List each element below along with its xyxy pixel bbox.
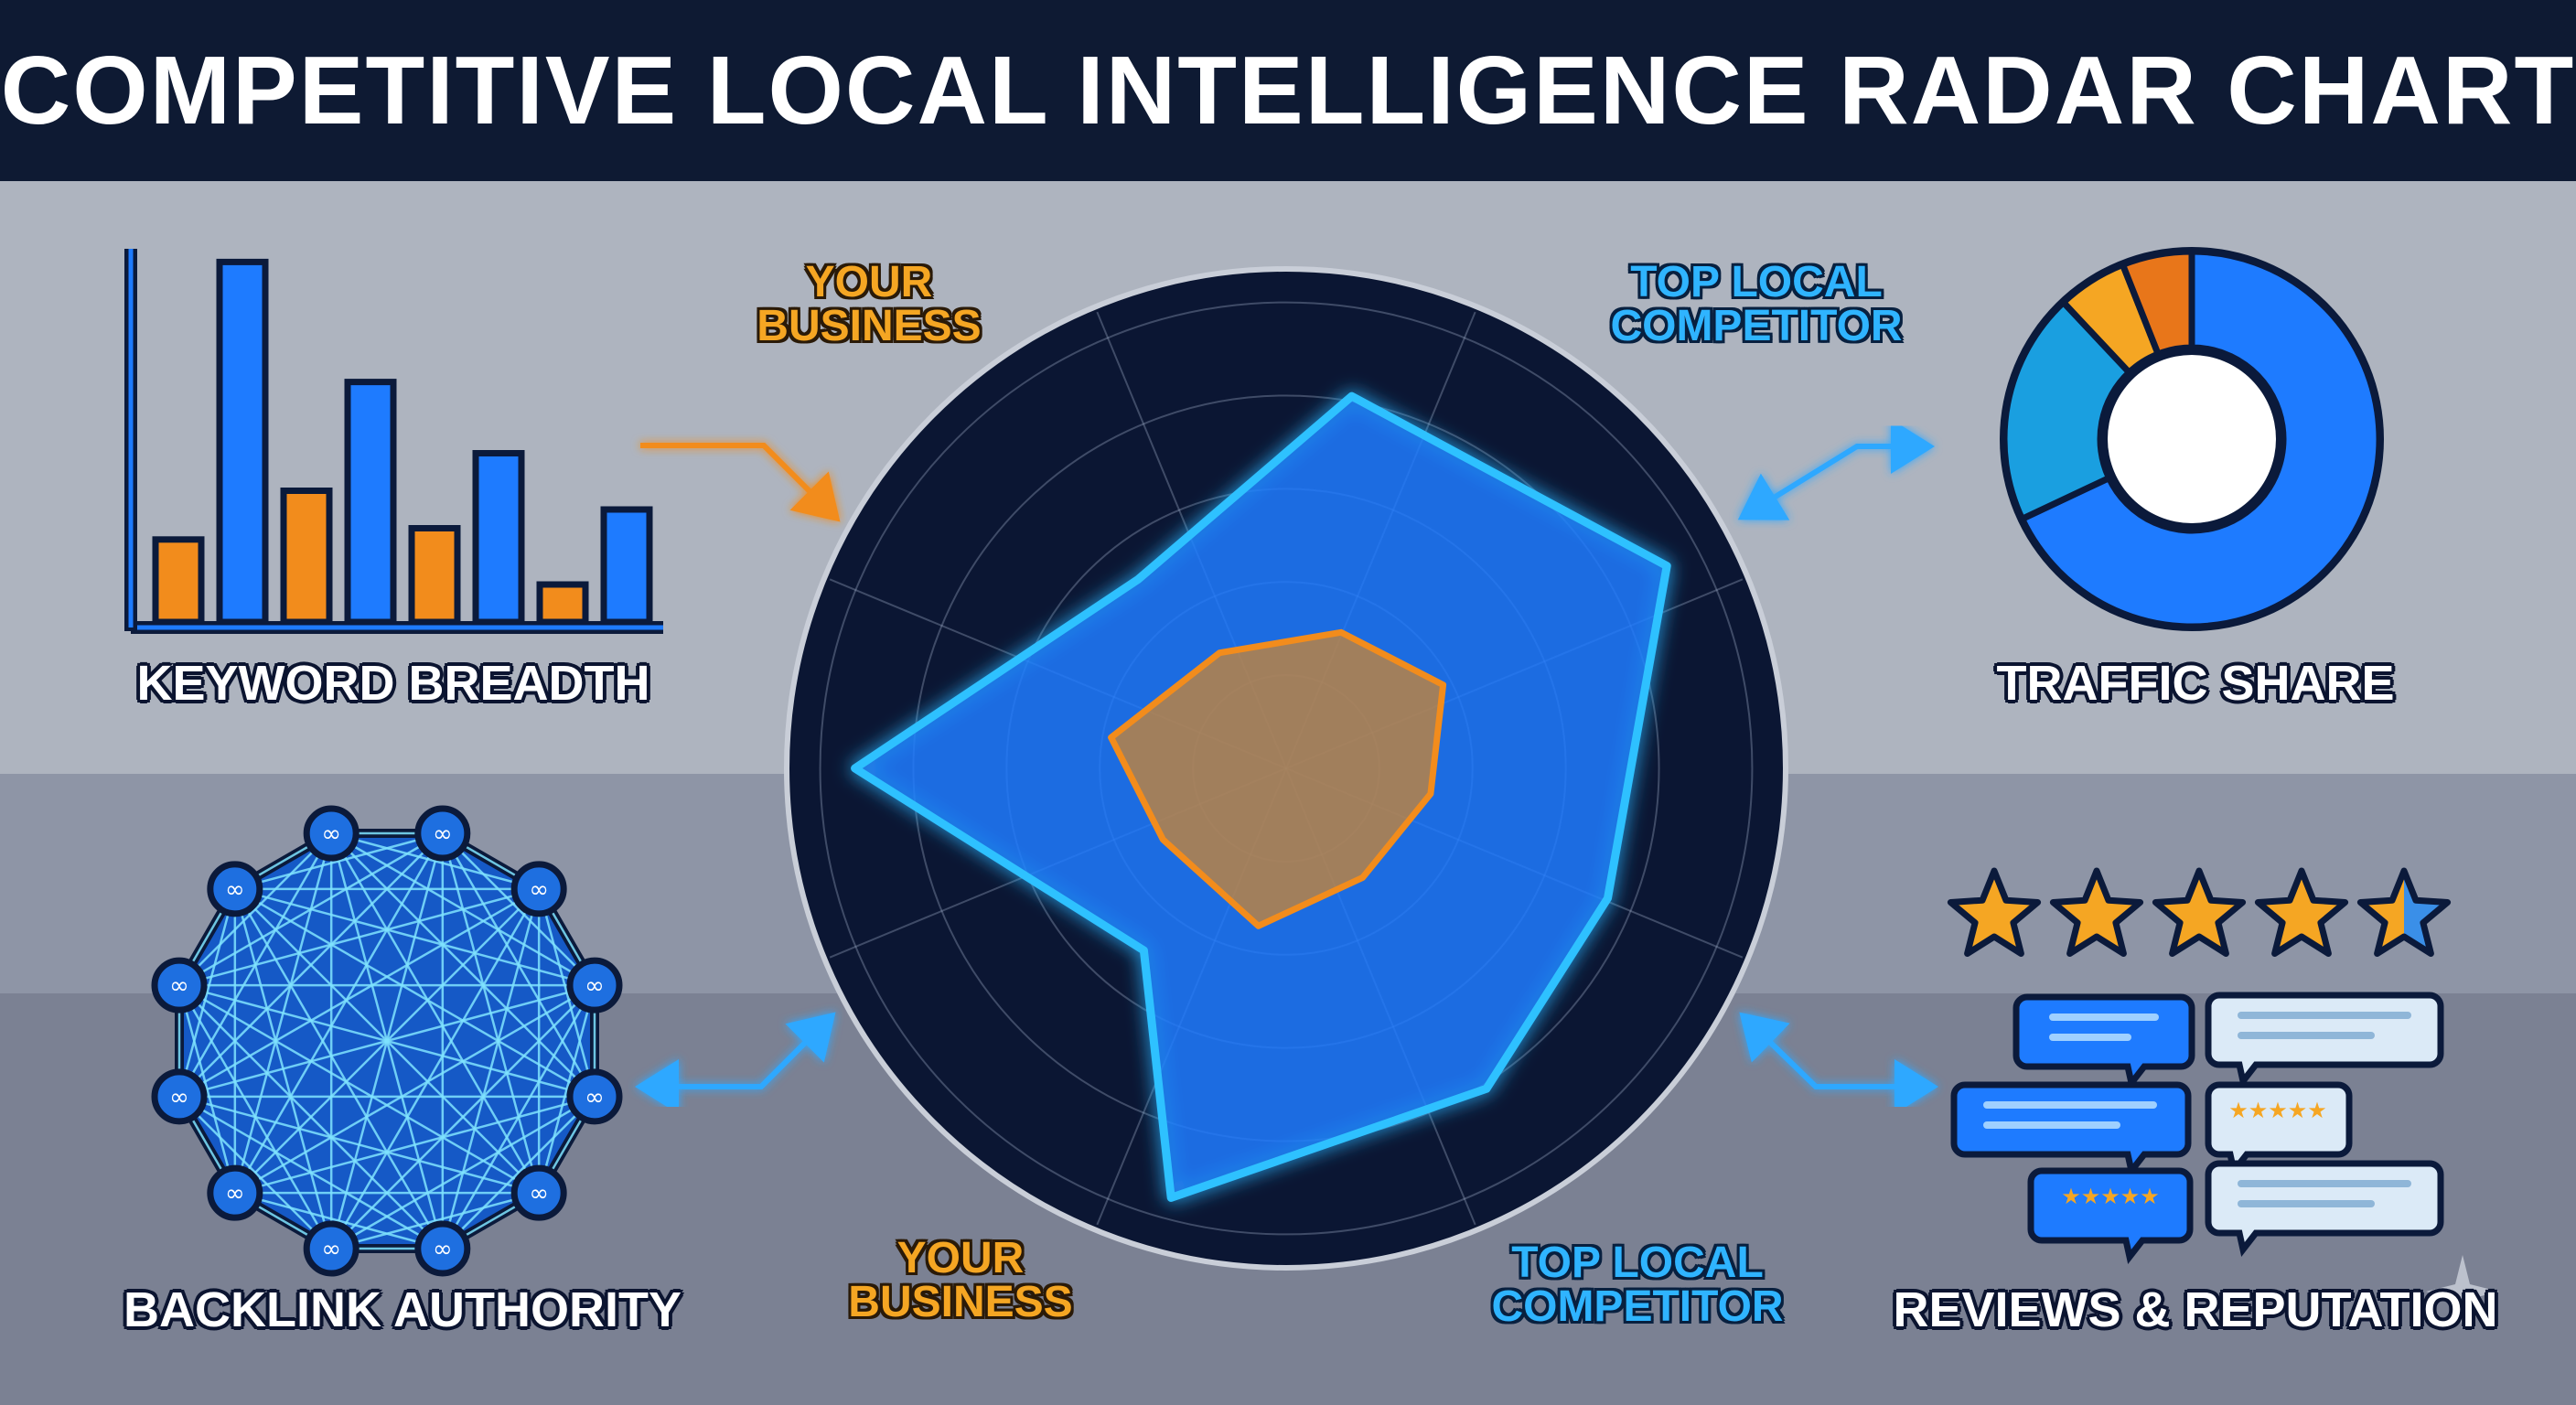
- bar-your-business: [280, 488, 333, 626]
- network-edge: [178, 984, 540, 1195]
- network-edge: [233, 888, 333, 1249]
- bar-competitor: [344, 379, 397, 626]
- network-edge: [234, 887, 596, 1098]
- label-your-business-top: YOUR BUSINESS: [757, 258, 982, 350]
- network-edge: [233, 832, 444, 1194]
- link-icon: ∞: [225, 876, 245, 904]
- arrow-reviews-to-radar: [1739, 1012, 1938, 1114]
- network-nodes: ∞ ∞ ∞ ∞ ∞ ∞ ∞ ∞ ∞ ∞ ∞ ∞: [151, 805, 623, 1277]
- svg-text:★★★★★: ★★★★★: [2228, 1098, 2327, 1123]
- rating-star: [2356, 867, 2452, 957]
- network-edge: [330, 831, 540, 891]
- network-edge: [177, 984, 237, 1194]
- network-edge: [178, 832, 333, 987]
- arrow-backlink-to-radar: [635, 1012, 836, 1114]
- bar-your-business: [152, 536, 205, 626]
- review-bubble-light-2: [2205, 1160, 2444, 1258]
- keyword-bars: [152, 258, 653, 626]
- label-competitor-top: TOP LOCAL COMPETITOR: [1610, 258, 1903, 350]
- rating-star: [1947, 867, 2042, 957]
- network-edge: [330, 832, 541, 1194]
- review-bubble-light-1: [2205, 992, 2444, 1089]
- review-bubble-blue-stars: ★★★★★: [2027, 1167, 2194, 1265]
- link-icon: ∞: [321, 820, 341, 848]
- donut-hole: [2108, 355, 2276, 523]
- network-edge: [178, 984, 444, 1249]
- arrow-keyword-to-radar: [640, 443, 841, 522]
- link-icon: ∞: [225, 1180, 245, 1207]
- link-icon: ∞: [321, 1236, 341, 1263]
- review-bubble-blue-2: [1950, 1081, 2192, 1179]
- bar-your-business: [408, 525, 461, 626]
- radar-ring: [819, 301, 1754, 1236]
- link-node: [151, 1068, 208, 1125]
- link-node: [303, 1220, 360, 1277]
- link-node: [207, 861, 263, 917]
- page-title: COMPETITIVE LOCAL INTELLIGENCE RADAR CHA…: [0, 36, 2576, 145]
- arrow-traffic-to-radar: [1737, 419, 1935, 520]
- donut-chart-icon: [2000, 247, 2384, 631]
- network-edge: [234, 984, 596, 1195]
- link-icon: ∞: [433, 820, 453, 848]
- network-edge: [177, 888, 237, 1098]
- donut-slice: [2017, 248, 2383, 630]
- link-icon: ∞: [169, 1084, 189, 1111]
- network-edge: [234, 1191, 444, 1250]
- link-node: [303, 805, 360, 862]
- svg-text:★★★★★: ★★★★★: [2061, 1184, 2160, 1209]
- link-node: [414, 1220, 471, 1277]
- network-edge: [178, 887, 540, 1098]
- review-bubbles-icon: ★★★★★ ★★★★★: [1947, 867, 2452, 1265]
- rating-star: [2049, 867, 2144, 957]
- link-node: [510, 861, 567, 917]
- your-business-area: [1108, 628, 1447, 929]
- network-edge: [178, 1095, 540, 1195]
- network-edge: [330, 832, 596, 1098]
- network-edge: [233, 832, 333, 1194]
- link-network-icon: ∞ ∞ ∞ ∞ ∞ ∞ ∞ ∞ ∞ ∞ ∞ ∞: [151, 805, 623, 1277]
- link-icon: ∞: [585, 972, 605, 1000]
- link-node: [207, 1164, 263, 1221]
- bar-competitor: [216, 258, 269, 626]
- radar-chart: [784, 266, 1788, 1271]
- link-icon: ∞: [433, 1236, 453, 1263]
- network-edge: [234, 887, 596, 987]
- donut-slices: [2001, 248, 2383, 630]
- bar-competitor: [472, 450, 525, 626]
- sparkle-icon: [2426, 1255, 2499, 1328]
- rating-star: [2152, 867, 2247, 957]
- link-icon: ∞: [585, 1084, 605, 1111]
- link-node: [566, 957, 623, 1014]
- label-keyword-breadth: KEYWORD BREADTH: [136, 656, 650, 711]
- network-edge: [177, 832, 333, 1098]
- bar-your-business: [536, 581, 589, 626]
- label-competitor-bottom: TOP LOCAL COMPETITOR: [1491, 1239, 1784, 1331]
- link-icon: ∞: [529, 876, 549, 904]
- network-edge: [329, 832, 445, 1249]
- label-reviews-reputation: REVIEWS & REPUTATION: [1893, 1282, 2498, 1337]
- network-edge: [233, 888, 444, 1249]
- network-edge: [178, 1095, 333, 1249]
- link-node: [151, 957, 208, 1014]
- bar-chart-icon: [124, 249, 663, 634]
- link-node: [414, 805, 471, 862]
- link-icon: ∞: [529, 1180, 549, 1207]
- label-backlink-authority: BACKLINK AUTHORITY: [123, 1282, 682, 1337]
- label-traffic-share: TRAFFIC SHARE: [1996, 656, 2395, 711]
- link-node: [510, 1164, 567, 1221]
- network-edge: [330, 831, 596, 987]
- network-edge: [330, 888, 541, 1249]
- link-icon: ∞: [169, 972, 189, 1000]
- link-node: [566, 1068, 623, 1125]
- page-header: COMPETITIVE LOCAL INTELLIGENCE RADAR CHA…: [0, 0, 2576, 181]
- review-bubble-light-stars: ★★★★★: [2205, 1081, 2353, 1179]
- label-your-business-bottom: YOUR BUSINESS: [848, 1234, 1073, 1326]
- rating-stars: [1947, 867, 2452, 957]
- bar-competitor: [600, 506, 653, 626]
- review-bubble-blue-1: [2012, 993, 2195, 1091]
- rating-star: [2254, 867, 2349, 957]
